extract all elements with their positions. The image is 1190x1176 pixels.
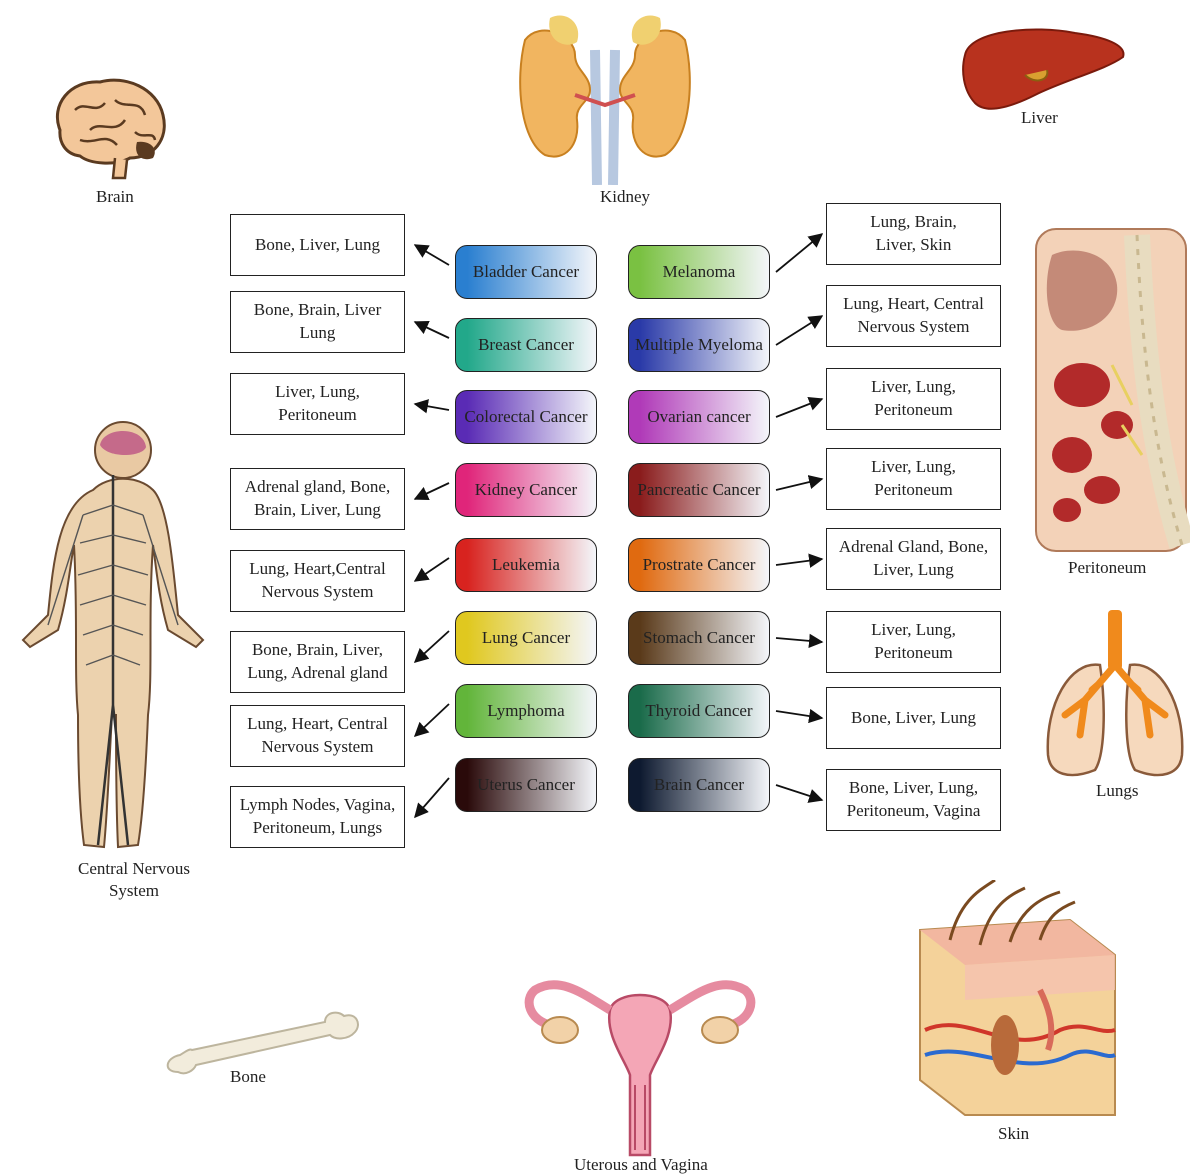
left-arrow-3 xyxy=(415,483,449,499)
right-cancer-1: Multiple Myeloma xyxy=(628,318,770,372)
metastasis-sites-text: Adrenal Gland, Bone, Liver, Lung xyxy=(839,536,988,582)
right-metastasis-sites-1: Lung, Heart, Central Nervous System xyxy=(826,285,1001,347)
right-arrow-2 xyxy=(776,399,822,417)
right-arrow-0 xyxy=(776,234,822,272)
cancer-label: Lymphoma xyxy=(487,701,564,721)
left-arrow-5 xyxy=(415,631,449,662)
cancer-label: Bladder Cancer xyxy=(473,262,579,282)
right-cancer-4: Prostrate Cancer xyxy=(628,538,770,592)
left-metastasis-sites-0: Bone, Liver, Lung xyxy=(230,214,405,276)
left-metastasis-sites-3: Adrenal gland, Bone, Brain, Liver, Lung xyxy=(230,468,405,530)
metastasis-sites-text: Bone, Liver, Lung xyxy=(851,707,976,730)
right-arrow-1 xyxy=(776,316,822,345)
left-arrow-2 xyxy=(415,404,449,410)
metastasis-sites-text: Liver, Lung, Peritoneum xyxy=(871,456,956,502)
metastasis-sites-text: Bone, Liver, Lung, Peritoneum, Vagina xyxy=(847,777,981,823)
left-cancer-5: Lung Cancer xyxy=(455,611,597,665)
cancer-label: Pancreatic Cancer xyxy=(637,480,760,500)
right-arrow-3 xyxy=(776,479,822,490)
cancer-label: Multiple Myeloma xyxy=(635,335,763,355)
left-arrow-6 xyxy=(415,704,449,736)
left-cancer-7: Uterus Cancer xyxy=(455,758,597,812)
metastasis-sites-text: Liver, Lung, Peritoneum xyxy=(275,381,360,427)
right-metastasis-sites-5: Liver, Lung, Peritoneum xyxy=(826,611,1001,673)
left-arrow-1 xyxy=(415,322,449,338)
cancer-label: Kidney Cancer xyxy=(475,480,577,500)
cancer-label: Breast Cancer xyxy=(478,335,574,355)
metastasis-sites-text: Lung, Heart,Central Nervous System xyxy=(249,558,385,604)
left-cancer-3: Kidney Cancer xyxy=(455,463,597,517)
right-metastasis-sites-4: Adrenal Gland, Bone, Liver, Lung xyxy=(826,528,1001,590)
right-cancer-7: Brain Cancer xyxy=(628,758,770,812)
right-metastasis-sites-6: Bone, Liver, Lung xyxy=(826,687,1001,749)
left-cancer-1: Breast Cancer xyxy=(455,318,597,372)
right-cancer-0: Melanoma xyxy=(628,245,770,299)
metastasis-sites-text: Lung, Brain, Liver, Skin xyxy=(870,211,956,257)
right-arrow-5 xyxy=(776,638,822,642)
left-cancer-0: Bladder Cancer xyxy=(455,245,597,299)
cancer-label: Prostrate Cancer xyxy=(643,555,756,575)
right-cancer-6: Thyroid Cancer xyxy=(628,684,770,738)
cancer-label: Leukemia xyxy=(492,555,560,575)
metastasis-sites-text: Lung, Heart, Central Nervous System xyxy=(247,713,388,759)
left-metastasis-sites-6: Lung, Heart, Central Nervous System xyxy=(230,705,405,767)
right-metastasis-sites-2: Liver, Lung, Peritoneum xyxy=(826,368,1001,430)
right-arrow-4 xyxy=(776,559,822,565)
right-cancer-3: Pancreatic Cancer xyxy=(628,463,770,517)
left-cancer-4: Leukemia xyxy=(455,538,597,592)
right-cancer-5: Stomach Cancer xyxy=(628,611,770,665)
left-cancer-6: Lymphoma xyxy=(455,684,597,738)
metastasis-sites-text: Lung, Heart, Central Nervous System xyxy=(843,293,984,339)
cancer-label: Melanoma xyxy=(663,262,736,282)
left-arrow-0 xyxy=(415,245,449,265)
left-metastasis-sites-4: Lung, Heart,Central Nervous System xyxy=(230,550,405,612)
metastasis-sites-text: Liver, Lung, Peritoneum xyxy=(871,619,956,665)
right-metastasis-sites-7: Bone, Liver, Lung, Peritoneum, Vagina xyxy=(826,769,1001,831)
metastasis-sites-text: Bone, Brain, Liver Lung xyxy=(254,299,381,345)
cancer-label: Brain Cancer xyxy=(654,775,744,795)
metastasis-sites-text: Bone, Brain, Liver, Lung, Adrenal gland xyxy=(247,639,387,685)
cancer-label: Colorectal Cancer xyxy=(464,407,587,427)
metastasis-sites-text: Bone, Liver, Lung xyxy=(255,234,380,257)
right-metastasis-sites-3: Liver, Lung, Peritoneum xyxy=(826,448,1001,510)
right-metastasis-sites-0: Lung, Brain, Liver, Skin xyxy=(826,203,1001,265)
left-metastasis-sites-7: Lymph Nodes, Vagina, Peritoneum, Lungs xyxy=(230,786,405,848)
metastasis-sites-text: Lymph Nodes, Vagina, Peritoneum, Lungs xyxy=(240,794,396,840)
cancer-label: Stomach Cancer xyxy=(643,628,755,648)
right-arrow-7 xyxy=(776,785,822,800)
right-arrow-6 xyxy=(776,711,822,718)
left-cancer-2: Colorectal Cancer xyxy=(455,390,597,444)
metastasis-sites-text: Liver, Lung, Peritoneum xyxy=(871,376,956,422)
cancer-label: Uterus Cancer xyxy=(477,775,575,795)
metastasis-sites-text: Adrenal gland, Bone, Brain, Liver, Lung xyxy=(245,476,390,522)
cancer-label: Lung Cancer xyxy=(482,628,570,648)
left-metastasis-sites-5: Bone, Brain, Liver, Lung, Adrenal gland xyxy=(230,631,405,693)
left-metastasis-sites-2: Liver, Lung, Peritoneum xyxy=(230,373,405,435)
left-arrow-4 xyxy=(415,558,449,581)
left-arrow-7 xyxy=(415,778,449,817)
left-metastasis-sites-1: Bone, Brain, Liver Lung xyxy=(230,291,405,353)
cancer-label: Thyroid Cancer xyxy=(645,701,752,721)
cancer-label: Ovarian cancer xyxy=(647,407,750,427)
right-cancer-2: Ovarian cancer xyxy=(628,390,770,444)
